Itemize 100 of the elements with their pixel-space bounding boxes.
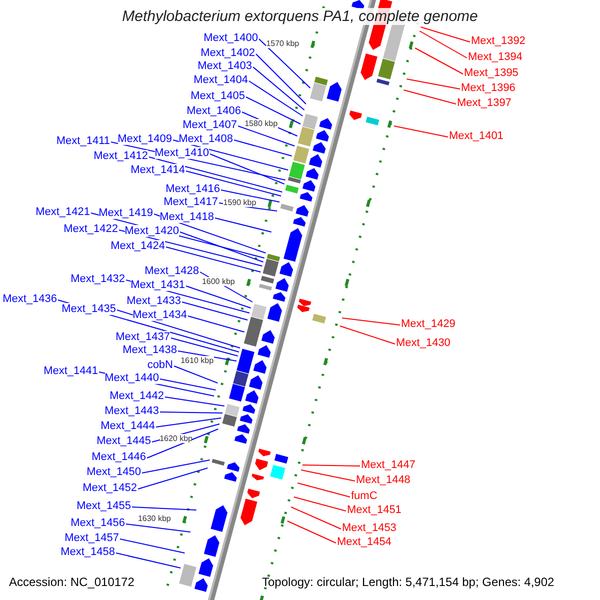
accession-text: Accession: NC_010172 bbox=[9, 575, 134, 589]
gene-label: Mext_1458 bbox=[60, 546, 115, 558]
gene-label: Mext_1433 bbox=[126, 295, 181, 307]
gene-label: Mext_1422 bbox=[64, 223, 118, 235]
leader-line bbox=[156, 418, 222, 428]
leader-line bbox=[342, 318, 400, 326]
gene-label: Mext_1453 bbox=[342, 522, 396, 534]
gene-label: Mext_1409 bbox=[118, 133, 172, 145]
gene-label: Mext_1438 bbox=[122, 344, 177, 356]
gene-label: Mext_1407 bbox=[182, 119, 237, 131]
gene-label: Mext_1419 bbox=[98, 207, 153, 219]
gene-label: Mext_1400 bbox=[204, 32, 258, 44]
gene-label: Mext_1410 bbox=[154, 147, 209, 159]
leader-line bbox=[166, 246, 262, 272]
leader-line bbox=[214, 218, 272, 232]
leader-line bbox=[170, 338, 238, 356]
leader-line bbox=[234, 140, 292, 156]
leader-line bbox=[142, 460, 210, 474]
gene-label: Mext_1454 bbox=[337, 536, 392, 548]
gene-label: Mext_1448 bbox=[356, 474, 410, 486]
leader-line bbox=[180, 232, 264, 262]
gene-label: Mext_1446 bbox=[92, 451, 146, 463]
leader-line bbox=[286, 520, 336, 544]
gene-label: Mext_1452 bbox=[82, 482, 137, 494]
leader-line bbox=[210, 154, 285, 184]
scale-label: 1600 kbp bbox=[202, 277, 235, 286]
leader-line bbox=[116, 552, 182, 568]
gene-label: Mext_1432 bbox=[70, 273, 125, 285]
leader-line bbox=[188, 316, 245, 332]
gene-label: Mext_1455 bbox=[76, 500, 131, 512]
leader-line bbox=[186, 286, 252, 308]
gene-label: Mext_1442 bbox=[110, 390, 164, 402]
gene-label: Mext_1444 bbox=[100, 420, 155, 432]
gene-label: Mext_1412 bbox=[94, 150, 148, 162]
gene-label: Mext_1420 bbox=[124, 225, 179, 237]
leader-line bbox=[186, 170, 282, 196]
gene-label: Mext_1408 bbox=[178, 133, 233, 145]
leader-line bbox=[148, 156, 283, 192]
leader-line bbox=[120, 538, 186, 554]
leader-line bbox=[252, 66, 305, 110]
gene-label: Mext_1396 bbox=[461, 82, 516, 94]
gene-label: Mext_1397 bbox=[457, 97, 512, 109]
gene-label: Mext_1414 bbox=[130, 164, 185, 176]
gene-label: Mext_1436 bbox=[2, 293, 57, 305]
leader-line bbox=[126, 524, 191, 532]
gene-label: Mext_1424 bbox=[110, 240, 165, 252]
leader-line bbox=[246, 96, 302, 124]
gene-label: Mext_1417 bbox=[164, 196, 218, 208]
gene-label: Mext_1392 bbox=[471, 35, 526, 47]
leader-line bbox=[339, 326, 396, 344]
leader-line bbox=[178, 350, 238, 362]
leader-line bbox=[146, 428, 219, 458]
gene-label: Mext_1395 bbox=[464, 67, 518, 79]
leader-line bbox=[293, 496, 346, 512]
scale-label: 1610 kbp bbox=[180, 356, 214, 365]
gene-label: Mext_1443 bbox=[104, 405, 159, 417]
gene-label: cobN bbox=[147, 359, 173, 371]
leader-line bbox=[420, 26, 470, 42]
gene-label: Mext_1450 bbox=[86, 466, 141, 478]
gene-label: Mext_1457 bbox=[64, 532, 119, 544]
leader-line bbox=[132, 506, 197, 510]
gene-label: Mext_1411 bbox=[56, 135, 110, 147]
gene-label: Mext_1394 bbox=[468, 51, 522, 63]
gene-label: Mext_1441 bbox=[44, 365, 98, 377]
gene-label: Mext_1431 bbox=[130, 279, 185, 291]
leader-line bbox=[403, 90, 456, 104]
gene-label: Mext_1401 bbox=[449, 130, 504, 142]
gene-label: Mext_1437 bbox=[116, 331, 170, 343]
leader-line bbox=[182, 302, 248, 320]
gene-label: Mext_1416 bbox=[166, 183, 220, 195]
leader-line bbox=[238, 126, 296, 146]
gene-label: fumC bbox=[351, 490, 378, 502]
scale-label: 1590 kbp bbox=[223, 198, 256, 207]
gene-label: Mext_1445 bbox=[96, 435, 151, 447]
leader-line bbox=[160, 412, 223, 414]
scale-label: 1630 kbp bbox=[138, 514, 171, 523]
title: Methylobacterium extorquens PA1, complete genome bbox=[120, 8, 480, 25]
leader-line bbox=[248, 80, 304, 116]
leader-line bbox=[174, 366, 218, 384]
leader-line bbox=[160, 378, 216, 390]
gene-label: Mext_1404 bbox=[194, 74, 248, 86]
leader-line bbox=[393, 126, 448, 138]
leader-line bbox=[290, 506, 342, 530]
leader-line bbox=[256, 54, 306, 104]
gene-label: Mext_1421 bbox=[36, 206, 90, 218]
scale-label: 1570 kbp bbox=[266, 39, 300, 48]
gene-label: Mext_1451 bbox=[347, 504, 402, 516]
gene-label: Mext_1440 bbox=[104, 372, 159, 384]
gene-label: Mext_1456 bbox=[70, 517, 125, 529]
genome-info-text: Topology: circular; Length: 5,471,154 bp; Genes: 4,902 bbox=[262, 575, 554, 589]
gene-label: Mext_1406 bbox=[186, 105, 241, 117]
gene-label: Mext_1402 bbox=[200, 47, 255, 59]
leader-line bbox=[302, 464, 360, 466]
gene-label: Mext_1447 bbox=[361, 459, 416, 471]
gene-label: Mext_1428 bbox=[144, 265, 199, 277]
gene-label: Mext_1430 bbox=[396, 337, 450, 349]
scale-label: 1620 kbp bbox=[160, 434, 192, 443]
gene-label: Mext_1429 bbox=[401, 318, 456, 330]
gene-label: Mext_1405 bbox=[190, 90, 245, 102]
leader-line bbox=[419, 30, 468, 58]
